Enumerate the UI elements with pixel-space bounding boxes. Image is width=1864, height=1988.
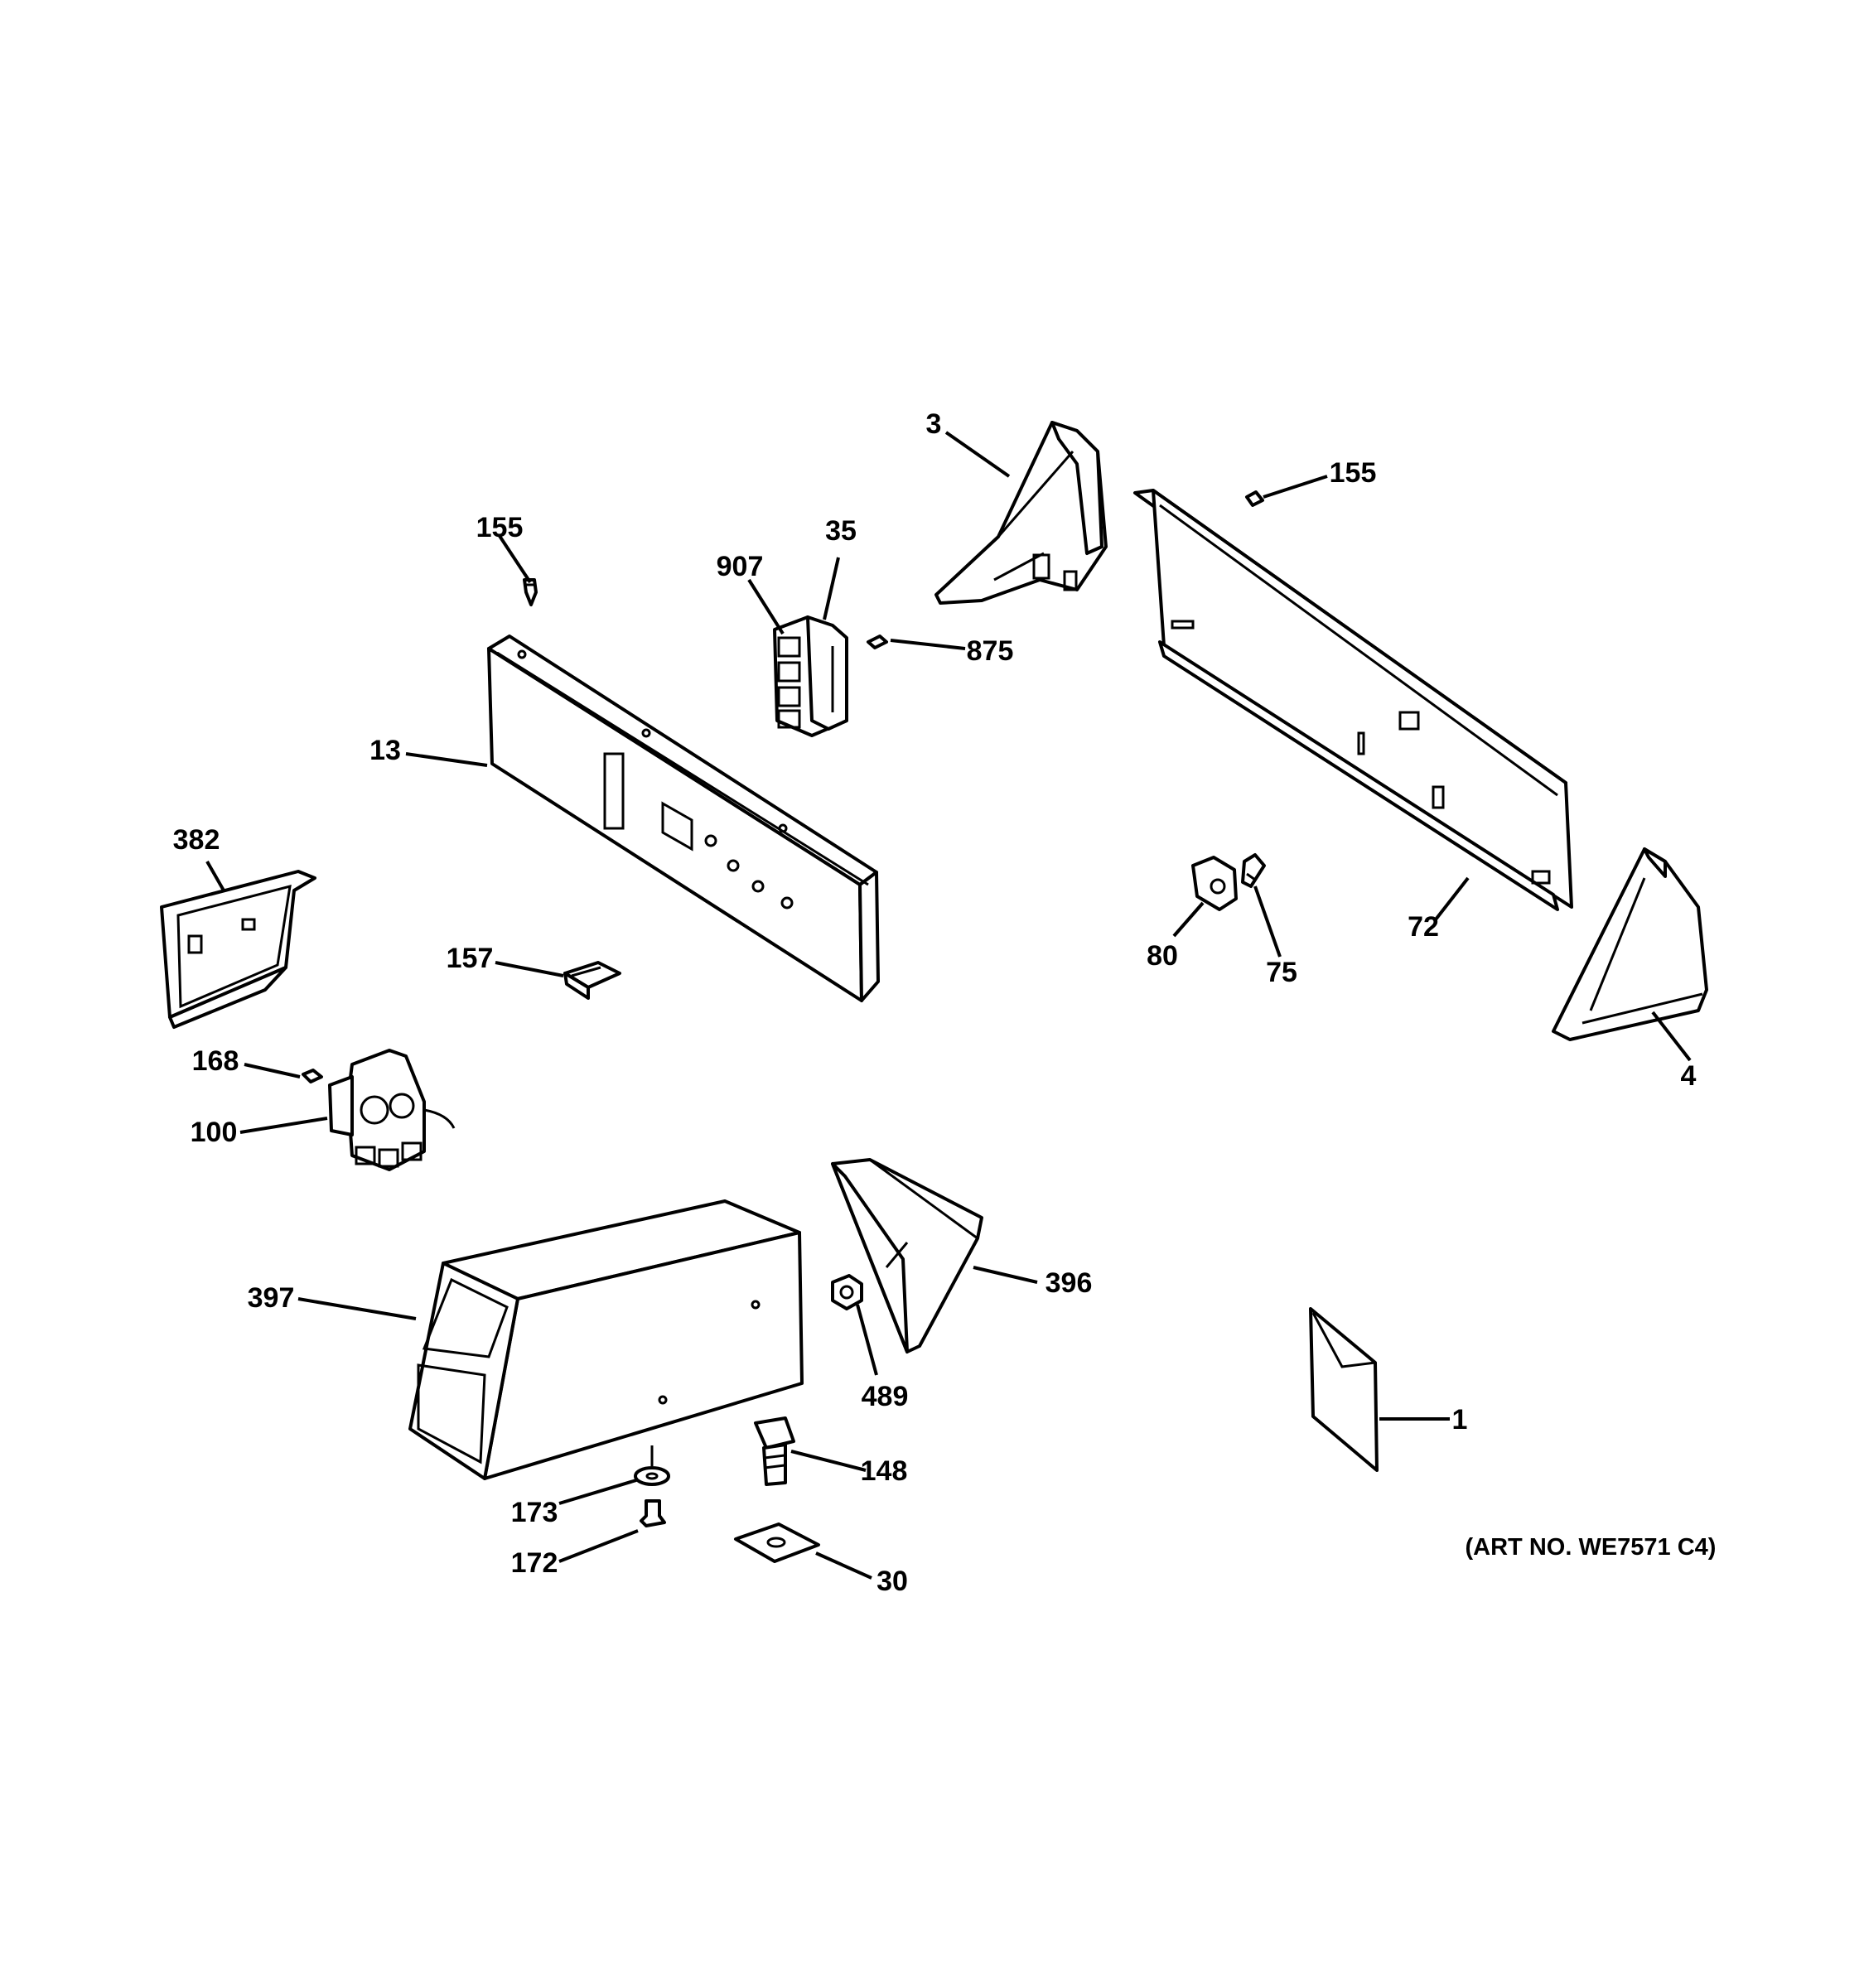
label-489: 489 — [862, 1381, 909, 1412]
label-30: 30 — [876, 1566, 908, 1597]
label-875: 875 — [967, 635, 1014, 667]
label-13: 13 — [369, 735, 401, 766]
label-75: 75 — [1266, 957, 1297, 988]
label-72: 72 — [1408, 911, 1439, 943]
part-1-literature — [1309, 1307, 1379, 1472]
label-3: 3 — [926, 408, 942, 440]
part-397-box — [408, 1199, 804, 1480]
part-907-switch-assembly — [773, 615, 848, 737]
label-4: 4 — [1681, 1060, 1697, 1092]
part-3-end-bracket — [934, 421, 1108, 605]
part-173-washer — [634, 1445, 670, 1486]
part-396-bracket — [831, 1158, 983, 1353]
label-168: 168 — [192, 1045, 239, 1077]
label-35: 35 — [825, 515, 857, 547]
label-157: 157 — [447, 943, 494, 974]
part-13-control-panel — [487, 635, 880, 1002]
label-397: 397 — [248, 1282, 295, 1314]
label-396: 396 — [1045, 1267, 1093, 1299]
part-4-end-bracket — [1552, 847, 1708, 1041]
label-172: 172 — [511, 1547, 558, 1579]
part-30-plate — [734, 1522, 820, 1563]
part-875-screw — [867, 635, 888, 649]
label-100: 100 — [191, 1117, 238, 1148]
label-1: 1 — [1452, 1404, 1468, 1436]
callout-labels: 3 155 155 907 35 875 13 382 157 168 100 … — [173, 408, 1717, 1597]
part-155-screw-left — [523, 578, 538, 606]
label-148: 148 — [861, 1455, 908, 1487]
label-80: 80 — [1147, 940, 1178, 972]
part-382-bracket — [160, 870, 316, 1029]
part-80-clip — [1191, 856, 1238, 911]
part-100-valve — [328, 1049, 456, 1171]
label-907: 907 — [717, 551, 764, 582]
label-382: 382 — [173, 824, 220, 856]
part-168-screw — [302, 1069, 323, 1083]
leader-lines — [205, 431, 1692, 1580]
label-155-right: 155 — [1330, 457, 1377, 489]
part-148-bolt — [754, 1416, 795, 1486]
art-number: (ART NO. WE7571 C4) — [1466, 1534, 1717, 1561]
part-72-back-panel — [1133, 489, 1573, 911]
part-489-nut — [831, 1274, 863, 1310]
part-172-screw — [640, 1499, 666, 1527]
part-75-bolt — [1241, 853, 1266, 888]
label-173: 173 — [511, 1497, 558, 1528]
part-155-screw-right — [1245, 490, 1264, 507]
part-157-connector — [563, 961, 621, 1000]
label-155-left: 155 — [476, 512, 524, 543]
